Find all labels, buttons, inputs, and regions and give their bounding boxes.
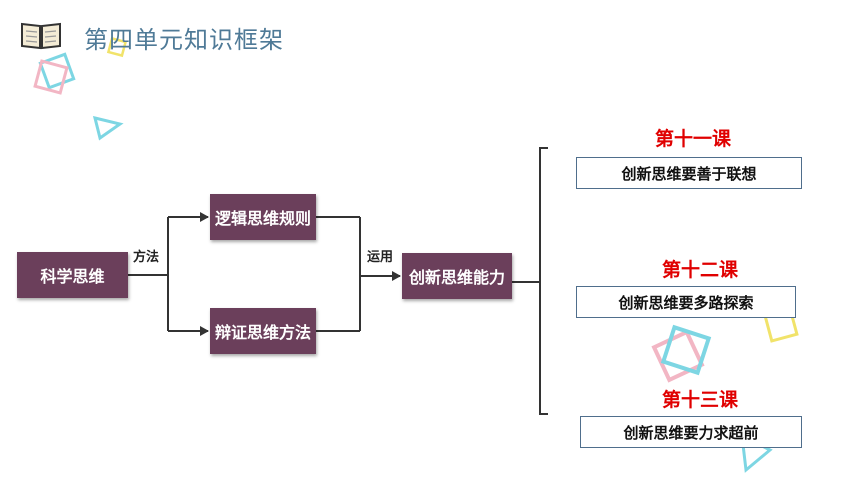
lesson-topic-box: 创新思维要力求超前	[580, 416, 802, 448]
method-label: 方法	[133, 250, 160, 265]
decor-square-blue-right	[660, 324, 712, 376]
page-title: 第四单元知识框架	[84, 26, 284, 54]
lesson-title: 第十三课	[661, 389, 738, 411]
lesson-title: 第十二课	[661, 259, 738, 281]
apply-label: 运用	[367, 250, 394, 265]
decor-square-pink	[33, 59, 69, 95]
lesson-topic-box: 创新思维要多路探索	[576, 286, 796, 318]
target-node: 创新思维能力	[402, 253, 512, 299]
decor-square-blue	[38, 52, 76, 90]
lesson-title: 第十一课	[654, 128, 731, 150]
branch-node-logic: 逻辑思维规则	[210, 194, 316, 240]
decor-square-yellow	[106, 36, 128, 58]
open-book-icon	[18, 20, 64, 52]
lesson-topic-box: 创新思维要善于联想	[576, 157, 802, 189]
decor-triangle-blue	[92, 115, 124, 141]
root-node: 科学思维	[17, 252, 128, 298]
branch-node-dialectic: 辩证思维方法	[210, 308, 316, 354]
